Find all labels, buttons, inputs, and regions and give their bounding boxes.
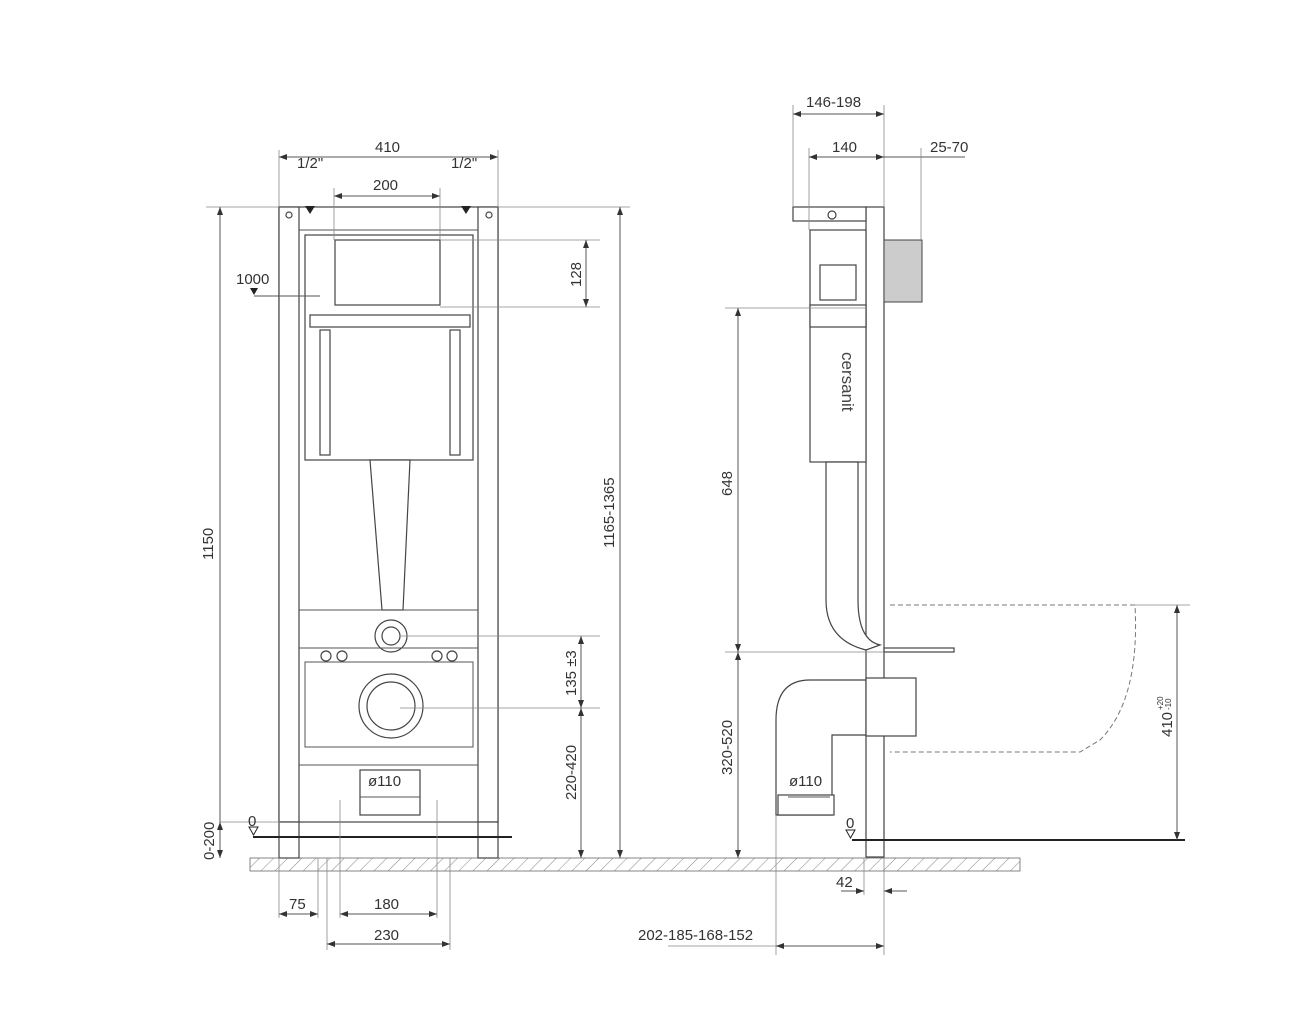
- dim-frame-height: 1150: [200, 528, 217, 560]
- dim-side-zero-level: 0: [846, 815, 854, 832]
- dim-depth-frame: 140: [832, 139, 857, 156]
- dim-bowl-tol-upper: +20: [1156, 696, 1165, 710]
- dim-cistern-height: 648: [719, 471, 736, 496]
- dim-outlet-offset: 135 ±3: [563, 650, 580, 696]
- dim-wall-offset: 42: [836, 874, 853, 891]
- dim-bolt-spacing: 180: [374, 896, 399, 913]
- dim-plate-height: 128: [568, 262, 585, 287]
- dim-leg-spacing: 230: [374, 927, 399, 944]
- dim-bowl-height-group: 410 +20 -10: [1156, 696, 1176, 737]
- dim-foot-width: 75: [289, 896, 306, 913]
- side-dimensions: [668, 105, 1190, 955]
- front-frame: [278, 206, 499, 859]
- dim-side-pipe-diameter: ø110: [789, 773, 822, 790]
- dim-inlet-left: 1/2": [297, 155, 323, 172]
- dim-wall-gap: 25-70: [930, 139, 968, 156]
- dim-drain-height: 320-520: [719, 720, 736, 775]
- dim-height-marker: 1000: [236, 271, 269, 288]
- dim-inlet-right: 1/2": [451, 155, 477, 172]
- dim-outlet-depths: 202-185-168-152: [638, 927, 753, 944]
- dim-bowl-tol-lower: -10: [1164, 698, 1173, 710]
- front-dimensions: [206, 150, 630, 950]
- dim-plate-width: 200: [373, 177, 398, 194]
- side-frame: [775, 206, 1137, 858]
- dim-bowl-height: 410: [1159, 712, 1176, 737]
- dim-adjust-height: 1165-1365: [601, 477, 618, 548]
- dim-depth-total: 146-198: [806, 94, 861, 111]
- brand-label: cersanit: [838, 352, 857, 412]
- dim-zero-level: 0: [248, 813, 256, 830]
- dim-floor-range: 0-200: [201, 822, 218, 860]
- dim-width-total: 410: [375, 139, 400, 156]
- dim-outlet-height: 220-420: [563, 745, 580, 800]
- floor-hatch: [249, 857, 1021, 872]
- dim-pipe-diameter: ø110: [368, 773, 401, 790]
